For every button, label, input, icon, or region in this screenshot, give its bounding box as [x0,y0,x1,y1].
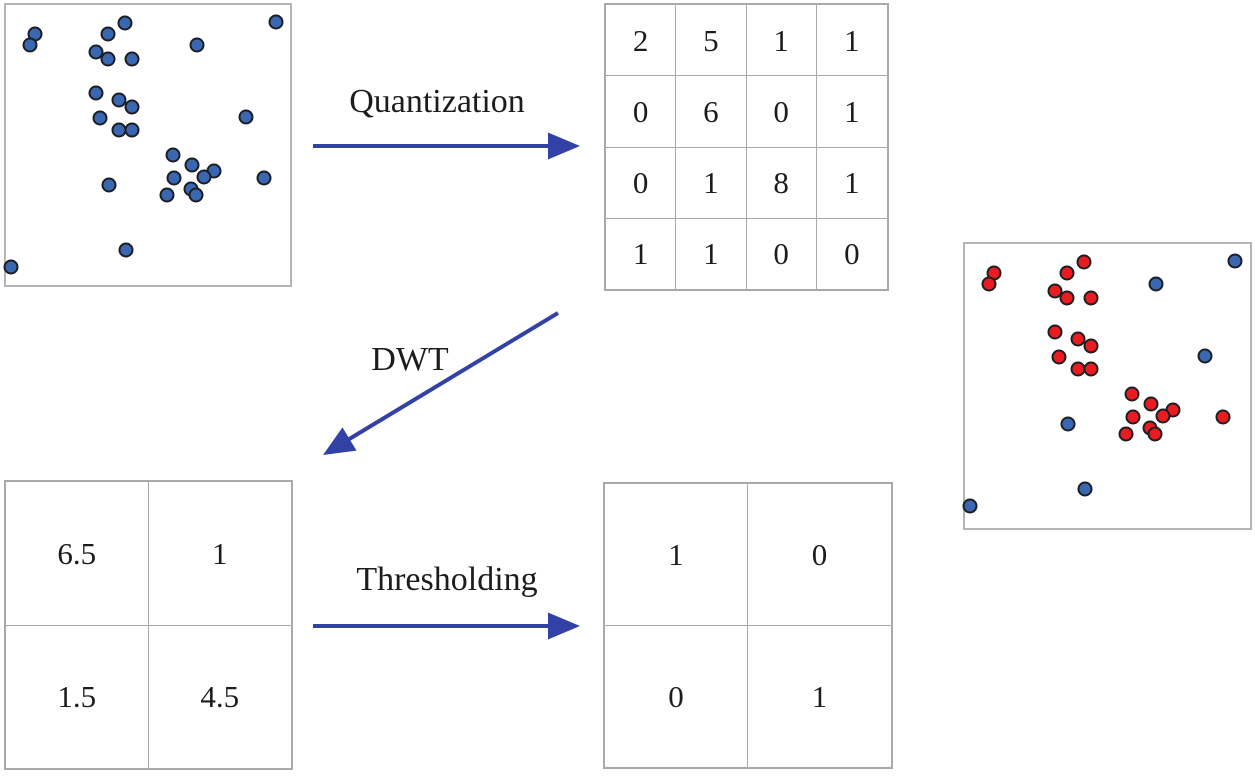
matrix-cell: 1 [816,148,887,219]
data-point-red [1051,349,1067,365]
data-point-blue [111,122,127,138]
matrix-cell: 0 [844,236,860,272]
data-point-red [1047,324,1063,340]
data-point-red [981,276,997,292]
matrix-cell: 1 [605,484,748,626]
matrix-cell: 1.5 [6,625,149,768]
data-point-blue [1148,276,1164,292]
data-point-blue [188,187,204,203]
data-point-blue [92,110,108,126]
data-point-blue [166,170,182,186]
matrix-cell: 1 [148,482,291,626]
matrix-cell: 8 [746,147,817,219]
data-point-red [1083,290,1099,306]
matrix-cell: 1 [606,218,677,289]
thresholding-arrowhead [548,612,580,640]
matrix-cell: 5 [676,5,747,77]
matrix-cell: 6 [676,76,747,148]
data-point-blue [3,259,19,275]
data-point-blue [1077,481,1093,497]
matrix-cell: 0 [746,76,817,148]
matrix-cell: 1 [676,147,747,219]
matrix-cell: 0 [748,484,891,626]
scatter-dots [3,14,284,275]
dwt-label: DWT [371,341,449,378]
data-point-blue [124,99,140,115]
data-point-blue [124,51,140,67]
data-point-blue [117,15,133,31]
data-point-red [1076,254,1092,270]
input-scatter-panel [3,3,292,287]
data-point-red [1143,396,1159,412]
data-point-blue [111,92,127,108]
matrix-cell: 0 [747,218,817,289]
data-point-blue [118,242,134,258]
data-point-blue [101,177,117,193]
matrix-cell: 0 [606,147,677,219]
data-point-blue [1197,348,1213,364]
matrix-cell: 2 [606,5,677,77]
matrix-cell: 4.5 [200,679,240,715]
data-point-blue [124,122,140,138]
data-point-red [1125,409,1141,425]
data-point-blue [268,14,284,30]
quantization-label: Quantization [349,83,525,120]
thresholding-label: Thresholding [356,561,538,598]
matrix-cell: 0 [606,76,677,148]
data-point-blue [189,37,205,53]
data-point-blue [962,498,978,514]
scatter-dots [962,253,1243,514]
data-point-blue [88,85,104,101]
matrix-cell: 1 [676,218,747,289]
data-point-blue [1227,253,1243,269]
data-point-red [1070,361,1086,377]
data-point-red [1147,426,1163,442]
data-point-red [1059,290,1075,306]
matrix-cell: 1 [816,5,887,77]
data-point-blue [1060,416,1076,432]
data-point-blue [184,157,200,173]
data-point-red [1155,408,1171,424]
matrix-cell: 1 [816,76,887,148]
output-scatter-panel [962,242,1252,530]
matrix-cell: 6.5 [6,482,149,626]
quantization-arrowhead [548,132,580,160]
matrix-cell: 1 [746,5,817,77]
data-point-blue [100,51,116,67]
data-point-blue [196,169,212,185]
matrix-cell: 0 [605,626,748,767]
matrix-cell: 1 [811,679,828,714]
data-point-red [1083,361,1099,377]
data-point-blue [165,147,181,163]
data-point-blue [159,187,175,203]
data-point-red [1083,338,1099,354]
data-point-red [1118,426,1134,442]
data-point-red [1070,331,1086,347]
data-point-blue [22,37,38,53]
data-point-blue [100,26,116,42]
data-point-red [1124,386,1140,402]
data-point-red [1047,283,1063,299]
data-point-blue [256,170,272,186]
dwt-arrowhead [323,427,357,455]
data-point-red [1059,265,1075,281]
data-point-blue [88,44,104,60]
data-point-red [1215,409,1231,425]
data-point-blue [238,109,254,125]
